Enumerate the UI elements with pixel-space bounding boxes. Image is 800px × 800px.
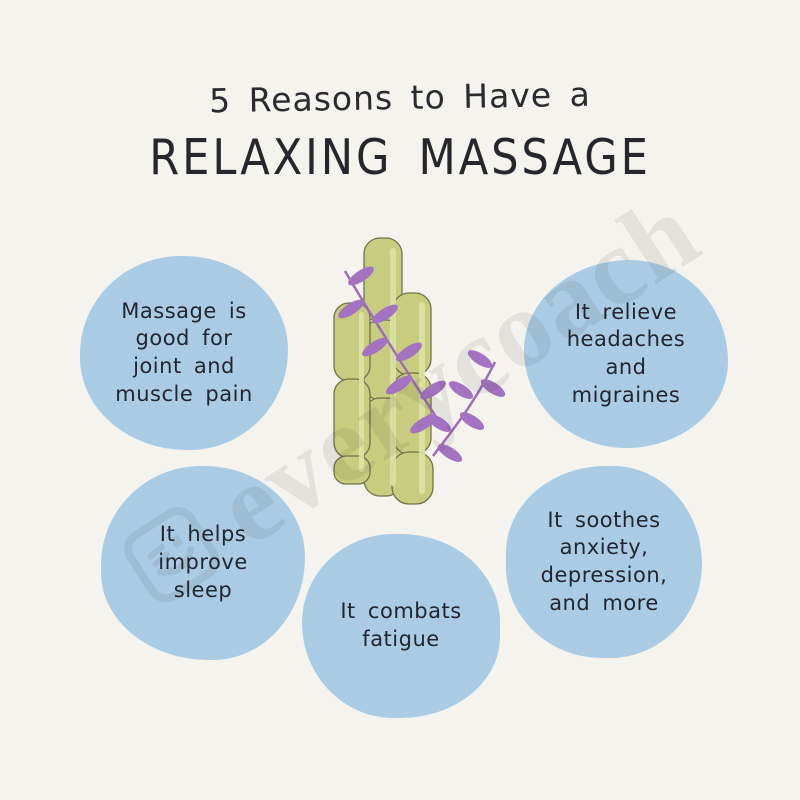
reason-text: It helps improve sleep	[158, 522, 248, 602]
reason-text: It relieve headaches and migraines	[566, 299, 686, 407]
lavender-sprig-right-icon	[426, 350, 506, 462]
reason-text: It soothes anxiety, depression, and more	[540, 507, 668, 615]
reason-bubble-1: Massage is good for joint and muscle pai…	[80, 256, 288, 450]
lavender-sprig-left-icon	[338, 266, 447, 434]
reason-bubble-2: It relieve headaches and migraines	[524, 260, 728, 448]
reason-text: It combats fatigue	[340, 599, 462, 651]
reason-bubble-3: It helps improve sleep	[101, 466, 305, 660]
bamboo-stalks-with-purple-leaf-sprigs-icon	[333, 237, 506, 505]
reason-text: Massage is good for joint and muscle pai…	[115, 298, 253, 406]
title-subtitle: 5 Reasons to Have a	[208, 74, 592, 121]
reason-bubble-4: It combats fatigue	[302, 534, 500, 718]
reason-bubble-5: It soothes anxiety, depression, and more	[506, 466, 702, 658]
title-block: 5 Reasons to Have a RELAXING MASSAGE	[0, 75, 800, 187]
page-title: RELAXING MASSAGE	[149, 128, 651, 187]
